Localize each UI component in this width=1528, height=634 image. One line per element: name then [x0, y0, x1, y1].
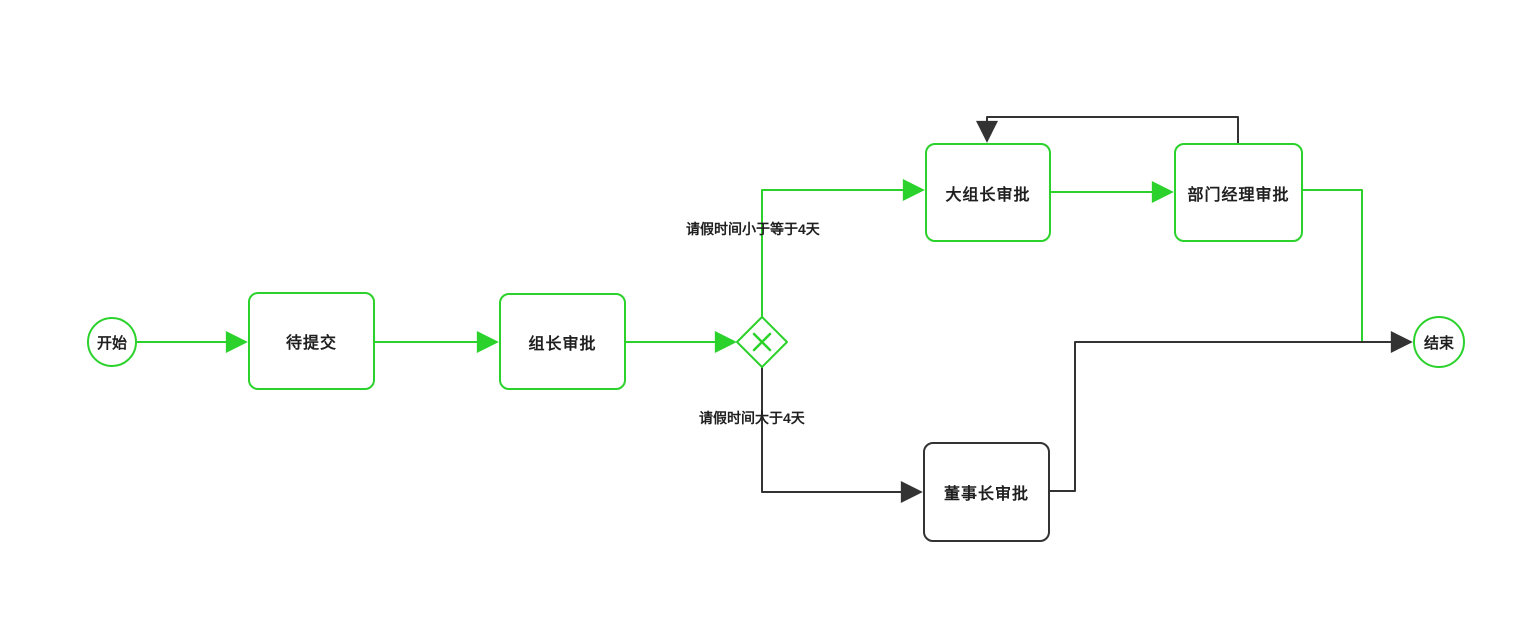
- flow-dept-manager-back-to-big-leader: [976, 116, 1239, 143]
- start-event-node[interactable]: 开始: [87, 317, 137, 367]
- task-node-chairman-approval[interactable]: 董事长审批: [923, 442, 1050, 542]
- edge-label-leave-gt-4-days: 请假时间大于4天: [699, 410, 805, 426]
- exclusive-gateway-node[interactable]: [736, 316, 788, 368]
- task-node-dept-manager-approval[interactable]: 部门经理审批: [1174, 143, 1303, 242]
- end-event-node[interactable]: 结束: [1413, 316, 1465, 368]
- task-node-team-leader-approval[interactable]: 组长审批: [499, 293, 626, 390]
- flow-chairman-to-end: [1050, 331, 1413, 492]
- end-event-label: 结束: [1423, 334, 1454, 352]
- gateway-x-icon: [752, 332, 772, 352]
- task-label: 组长审批: [528, 335, 597, 353]
- start-event-label: 开始: [96, 334, 127, 352]
- task-label: 待提交: [285, 335, 337, 352]
- flow-gateway-to-chairman: [761, 367, 923, 503]
- task-node-group-leader-approval[interactable]: 大组长审批: [925, 143, 1051, 242]
- task-label: 部门经理审批: [1187, 186, 1290, 204]
- flow-gateway-to-big-leader: [761, 179, 925, 317]
- task-label: 董事长审批: [943, 486, 1029, 503]
- task-label: 大组长审批: [945, 186, 1031, 204]
- flow-dept-manager-to-end: [1303, 189, 1363, 341]
- task-node-pending-submit[interactable]: 待提交: [248, 292, 375, 390]
- edge-label-leave-le-4-days: 请假时间小于等于4天: [686, 221, 820, 237]
